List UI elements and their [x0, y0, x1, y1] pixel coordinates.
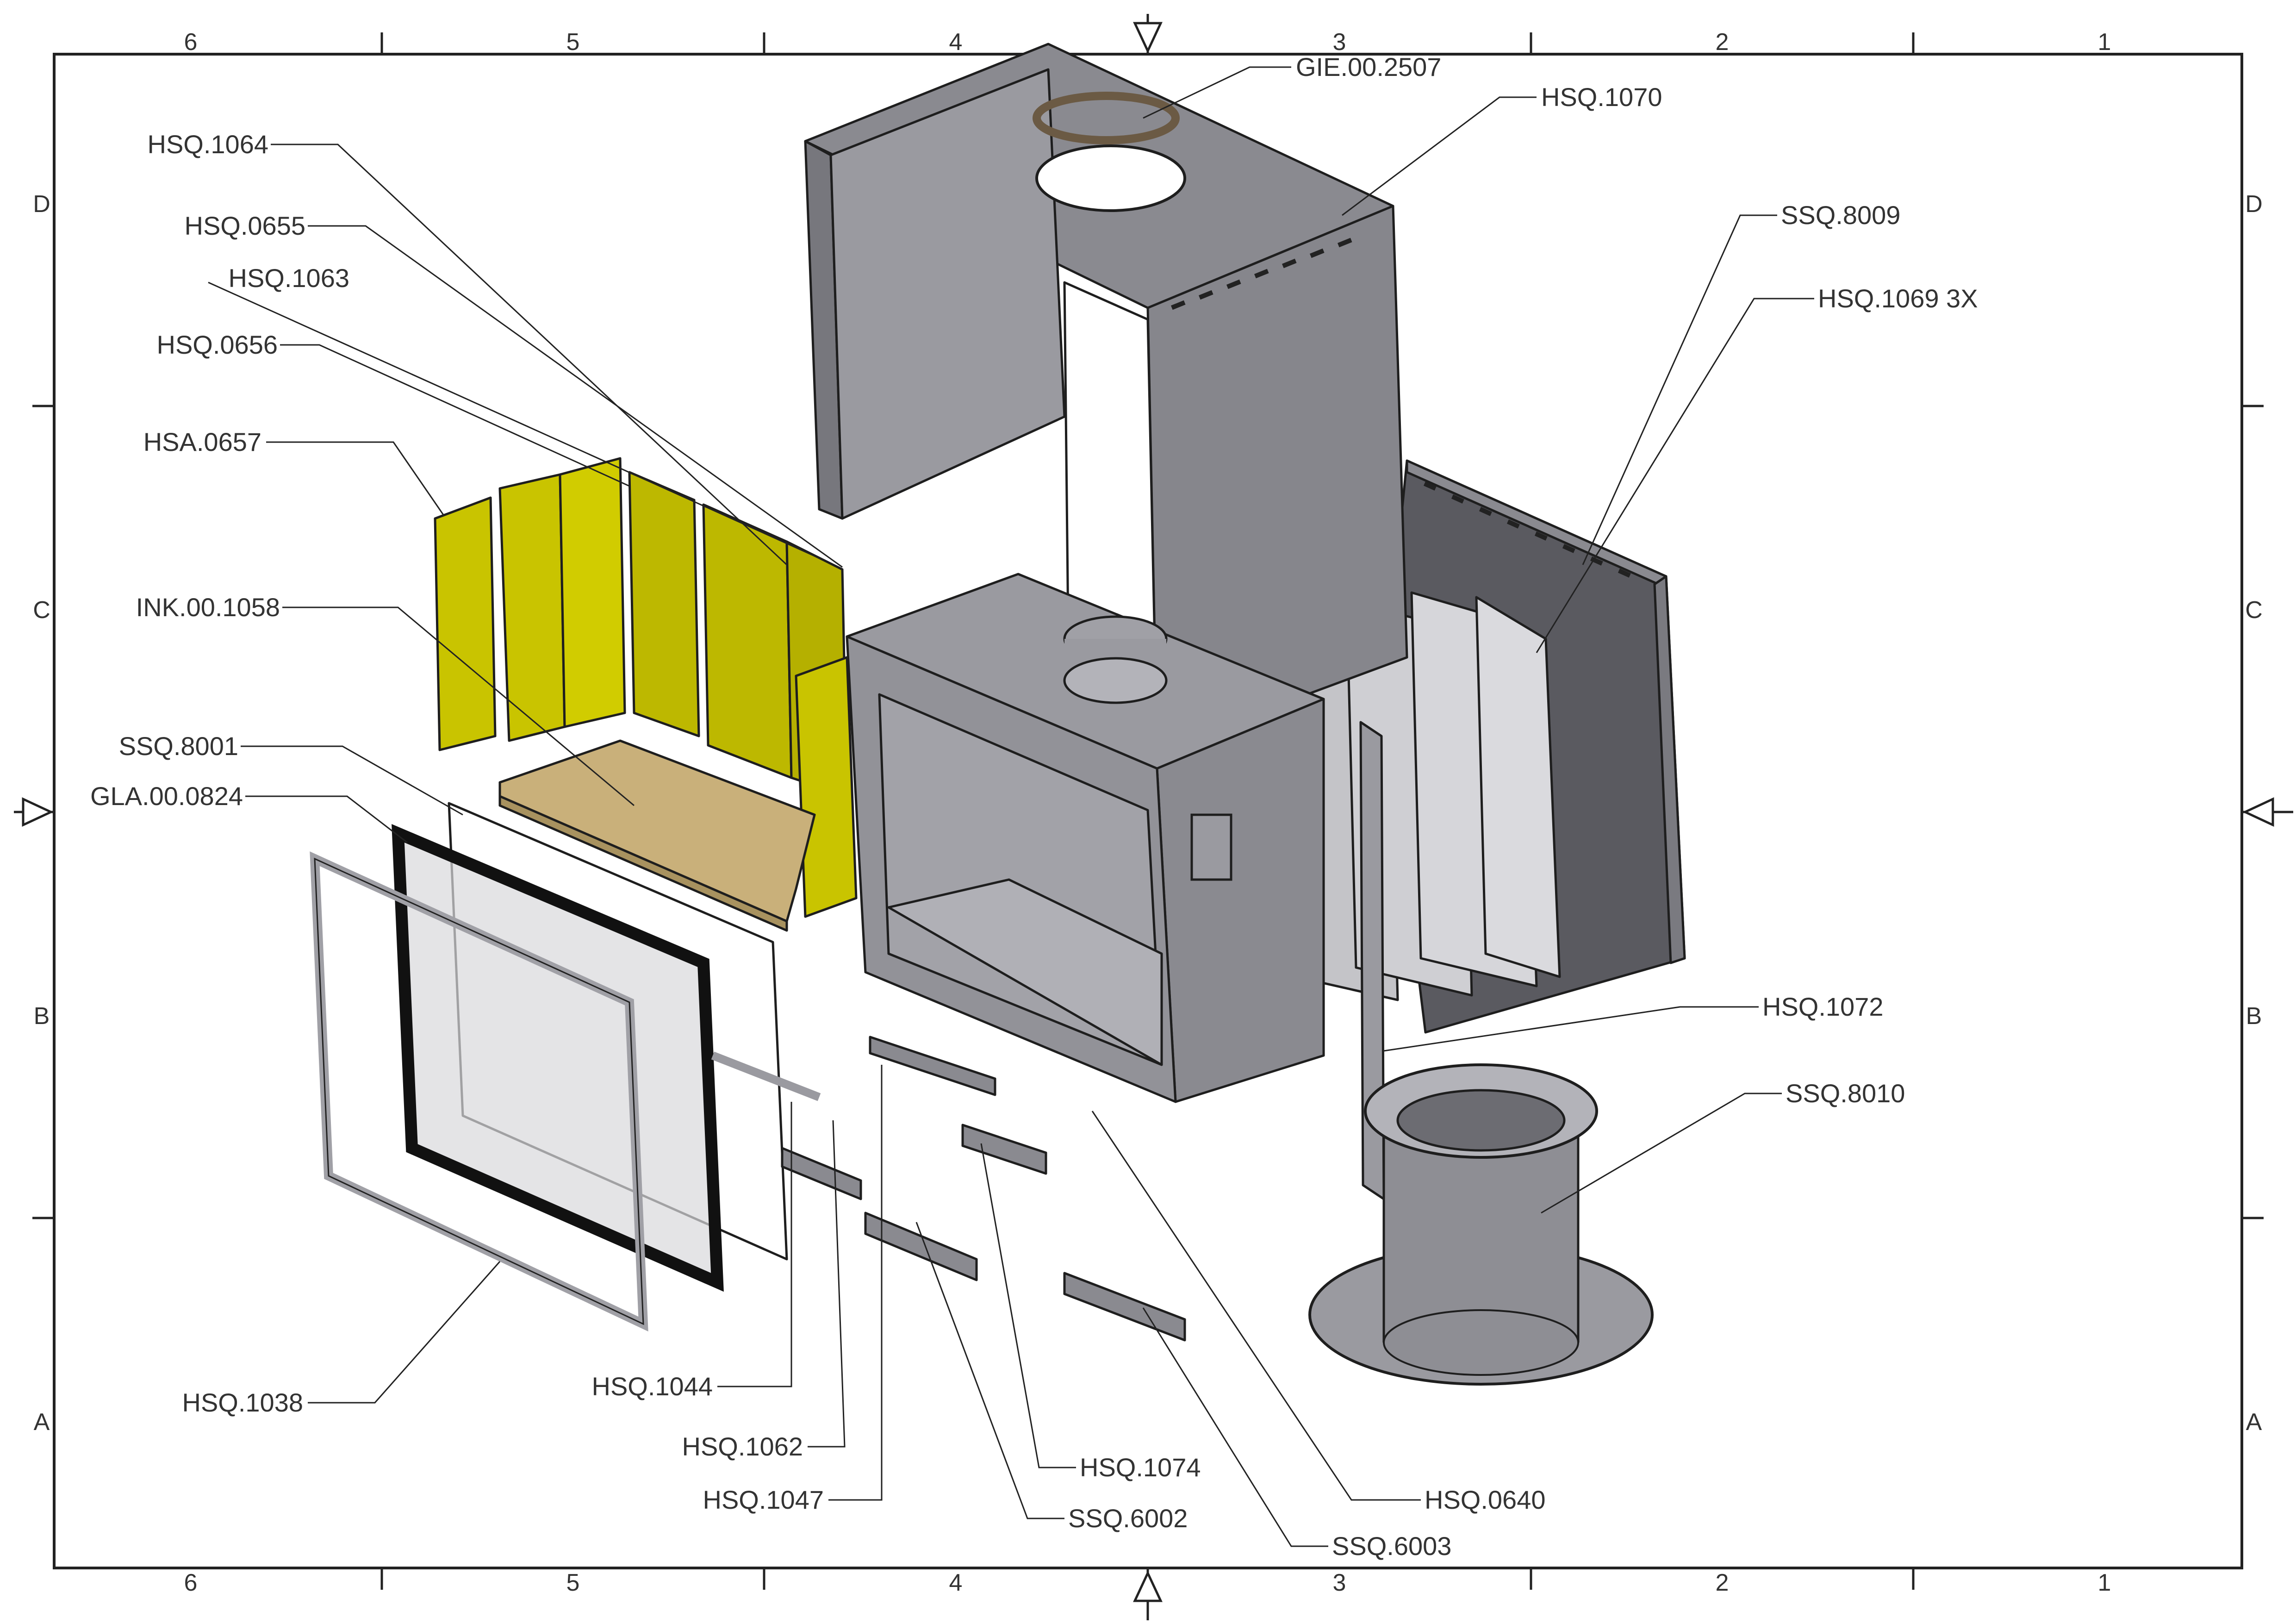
zone-row-right-3: B	[2246, 1003, 2262, 1030]
zone-col-bottom-2: 5	[566, 1569, 580, 1596]
callout-hsq-1047: HSQ.1047	[703, 1485, 824, 1514]
zone-row-left-2: C	[33, 597, 50, 624]
zone-col-top-5: 2	[1716, 29, 1729, 56]
callout-ink-00-1058: INK.00.1058	[136, 593, 280, 622]
zone-row-right-1: D	[2245, 191, 2263, 218]
callout-hsq-1069-3x: HSQ.1069 3X	[1818, 284, 1978, 313]
callout-ssq-8009: SSQ.8009	[1781, 200, 1900, 230]
center-mark-top	[1133, 14, 1163, 54]
callout-hsq-0656: HSQ.0656	[157, 330, 278, 359]
zone-col-top-2: 5	[566, 29, 580, 56]
zone-col-top-1: 6	[184, 29, 198, 56]
zone-col-bottom-4: 3	[1333, 1569, 1346, 1596]
front-frame	[310, 851, 648, 1332]
floor-board	[498, 739, 816, 932]
glass-panel	[392, 824, 724, 1292]
leader-lines	[208, 66, 1814, 1547]
firebox-body	[846, 573, 1325, 1103]
zone-col-bottom-5: 2	[1716, 1569, 1729, 1596]
top-hood	[804, 43, 1408, 751]
callout-gie-00-2507: GIE.00.2507	[1296, 52, 1441, 81]
callout-ssq-6003: SSQ.6003	[1332, 1531, 1451, 1561]
callout-hsq-1062: HSQ.1062	[682, 1432, 803, 1461]
callout-hsq-1070: HSQ.1070	[1541, 82, 1662, 112]
zone-row-right-2: C	[2245, 597, 2263, 624]
small-parts	[711, 1036, 1186, 1342]
flue-gasket	[1033, 92, 1180, 144]
callout-hsq-1064: HSQ.1064	[148, 130, 269, 159]
callout-ssq-8010: SSQ.8010	[1786, 1079, 1905, 1108]
callout-hsq-0640: HSQ.0640	[1425, 1485, 1546, 1514]
callout-hsq-0655: HSQ.0655	[185, 211, 306, 240]
center-mark-bottom	[1133, 1568, 1163, 1620]
callout-gla-00-0824: GLA.00.0824	[90, 781, 243, 811]
zone-col-bottom-6: 1	[2098, 1569, 2111, 1596]
callout-hsq-1074: HSQ.1074	[1080, 1453, 1201, 1482]
callout-hsq-1063: HSQ.1063	[229, 263, 350, 293]
callout-hsq-1038: HSQ.1038	[182, 1388, 304, 1417]
zone-row-left-3: B	[34, 1003, 50, 1030]
zone-row-right-4: A	[2246, 1409, 2262, 1436]
callout-hsq-1044: HSQ.1044	[592, 1372, 713, 1401]
center-mark-right	[2242, 797, 2293, 827]
zone-row-left-4: A	[34, 1409, 50, 1436]
drawing-frame: 6 5 4 3 2 1 6 5 4 3 2 1 D C B A D C B A	[14, 14, 2293, 1620]
callout-ssq-8001: SSQ.8001	[119, 731, 238, 761]
zone-row-left-1: D	[33, 191, 50, 218]
callout-labels: GIE.00.2507 HSQ.1070 HSQ.1064 HSQ.0655 H…	[90, 52, 1978, 1561]
zone-col-top-6: 1	[2098, 29, 2111, 56]
callout-hsq-1072: HSQ.1072	[1762, 992, 1884, 1021]
zone-col-top-4: 3	[1333, 29, 1346, 56]
zone-col-bottom-1: 6	[184, 1569, 198, 1596]
flue-adapter	[1308, 1063, 1654, 1386]
center-mark-left	[14, 797, 54, 827]
callout-ssq-6002: SSQ.6002	[1068, 1504, 1188, 1533]
zone-col-bottom-3: 4	[949, 1569, 963, 1596]
zone-col-top-3: 4	[949, 29, 963, 56]
callout-hsa-0657: HSA.0657	[143, 427, 261, 456]
